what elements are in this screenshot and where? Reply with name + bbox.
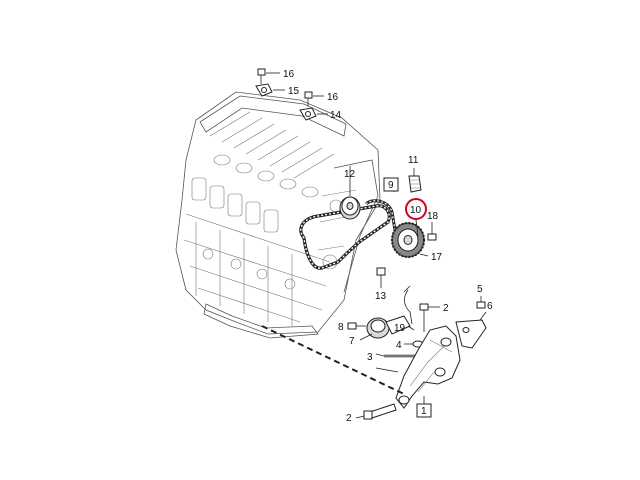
callout-5: 5 xyxy=(477,284,483,295)
callout-15: 15 xyxy=(288,86,300,97)
tensioner-pulley-17 xyxy=(390,221,429,259)
callout-6: 6 xyxy=(487,301,493,312)
stud-11 xyxy=(408,168,422,193)
callout-19: 19 xyxy=(394,323,406,334)
bracket-6 xyxy=(455,311,487,349)
bolt-2-upper xyxy=(419,303,440,332)
callout-2-upper: 2 xyxy=(443,303,449,314)
callout-4: 4 xyxy=(396,340,402,351)
tensioner-roller-7 xyxy=(359,315,411,341)
bracket-14 xyxy=(299,107,328,121)
callout-9: 9 xyxy=(388,180,394,191)
engine-block xyxy=(175,91,381,339)
timing-belt xyxy=(299,199,398,270)
callout-14: 14 xyxy=(330,110,342,121)
callout-3: 3 xyxy=(367,352,373,363)
callout-13: 13 xyxy=(375,291,387,302)
callout-9-box xyxy=(383,177,399,192)
bolt-16-upper xyxy=(257,68,280,84)
bolt-13 xyxy=(376,267,386,288)
callout-7: 7 xyxy=(349,336,355,347)
callout-18: 18 xyxy=(427,211,439,222)
bolt-8 xyxy=(347,322,366,330)
callout-11: 11 xyxy=(408,155,419,166)
bracket-15 xyxy=(255,83,285,97)
spring-wire-19 xyxy=(403,285,413,325)
bolt-2-lower xyxy=(355,403,397,420)
callout-12: 12 xyxy=(344,169,356,180)
bolt-16-lower xyxy=(304,91,324,106)
callout-8: 8 xyxy=(338,322,344,333)
callout-16-upper: 16 xyxy=(283,69,295,80)
callout-1-box xyxy=(416,403,432,418)
bolt-5 xyxy=(476,296,486,309)
callout-1: 1 xyxy=(421,406,427,417)
mounting-bracket-1 xyxy=(395,325,461,409)
callout-10-highlight-ring xyxy=(405,198,427,220)
callout-16-lower: 16 xyxy=(327,92,339,103)
bolt-18 xyxy=(427,222,437,241)
callout-2-lower: 2 xyxy=(346,413,352,424)
callout-10: 10 xyxy=(410,205,422,216)
idler-pulley-12 xyxy=(339,180,361,220)
installation-dashed-line xyxy=(261,325,405,395)
callout-17: 17 xyxy=(431,252,443,263)
